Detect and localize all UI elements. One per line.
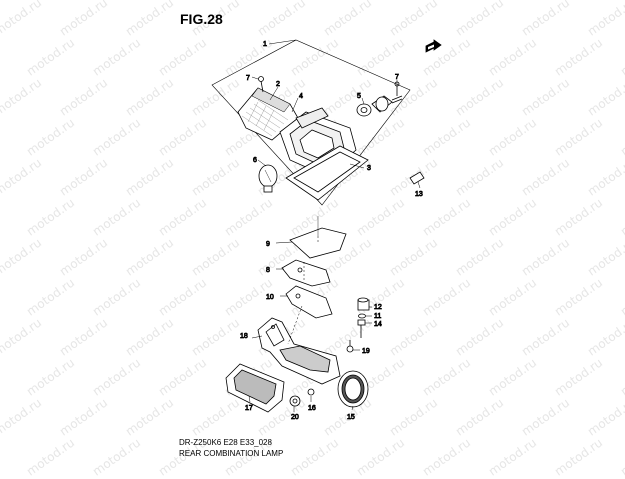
callout-5: 5 — [357, 93, 361, 100]
callout-13: 13 — [415, 191, 423, 198]
callout-19: 19 — [362, 348, 370, 355]
callout-15: 15 — [347, 414, 355, 421]
callout-6: 6 — [253, 157, 257, 164]
callout-11: 11 — [374, 313, 381, 320]
fender-base — [257, 317, 341, 385]
figure-caption: DR-Z250K6 E28 E33_028 REAR COMBINATION L… — [179, 437, 283, 459]
callout-18: 18 — [240, 333, 248, 340]
grommet — [357, 297, 370, 311]
callout-14: 14 — [374, 321, 382, 328]
caption-model: DR-Z250K6 E28 E33_028 — [179, 438, 272, 447]
plate-bracket — [289, 216, 347, 259]
leader-lines — [248, 39, 421, 412]
gasket — [285, 145, 369, 201]
forward-arrow-icon — [425, 39, 442, 53]
bolt — [357, 319, 366, 338]
callout-16: 16 — [308, 405, 316, 412]
callout-4: 4 — [299, 93, 303, 100]
callout-20: 20 — [291, 414, 299, 421]
callout-7-left: 7 — [246, 75, 250, 82]
screw-7-left — [258, 76, 264, 93]
caption-name: REAR COMBINATION LAMP — [179, 449, 284, 458]
callout-17: 17 — [245, 405, 253, 412]
callout-9: 9 — [266, 241, 270, 248]
mount-bracket — [281, 259, 331, 287]
callout-12: 12 — [374, 304, 382, 311]
callout-7-right: 7 — [395, 74, 399, 81]
callout-1: 1 — [263, 41, 267, 48]
figure-title: FIG.28 — [180, 11, 223, 27]
callout-8: 8 — [266, 267, 270, 274]
callout-2: 2 — [276, 81, 280, 88]
reflector-plate — [225, 363, 285, 413]
nut-16 — [307, 388, 315, 396]
washer — [358, 313, 366, 319]
assembly-outline — [211, 39, 411, 206]
callout-3: 3 — [367, 165, 371, 172]
tail-lens — [237, 87, 299, 141]
parts-diagram: 1 2 3 4 5 6 7 7 8 9 10 11 12 13 14 15 16… — [211, 39, 442, 421]
callout-10: 10 — [266, 294, 274, 301]
lower-bracket — [285, 285, 333, 319]
clip — [409, 171, 425, 185]
reflector-ring — [337, 370, 369, 408]
socket — [356, 95, 403, 117]
bulb — [258, 164, 278, 193]
screw-19 — [346, 340, 354, 353]
nut-20 — [289, 395, 301, 407]
